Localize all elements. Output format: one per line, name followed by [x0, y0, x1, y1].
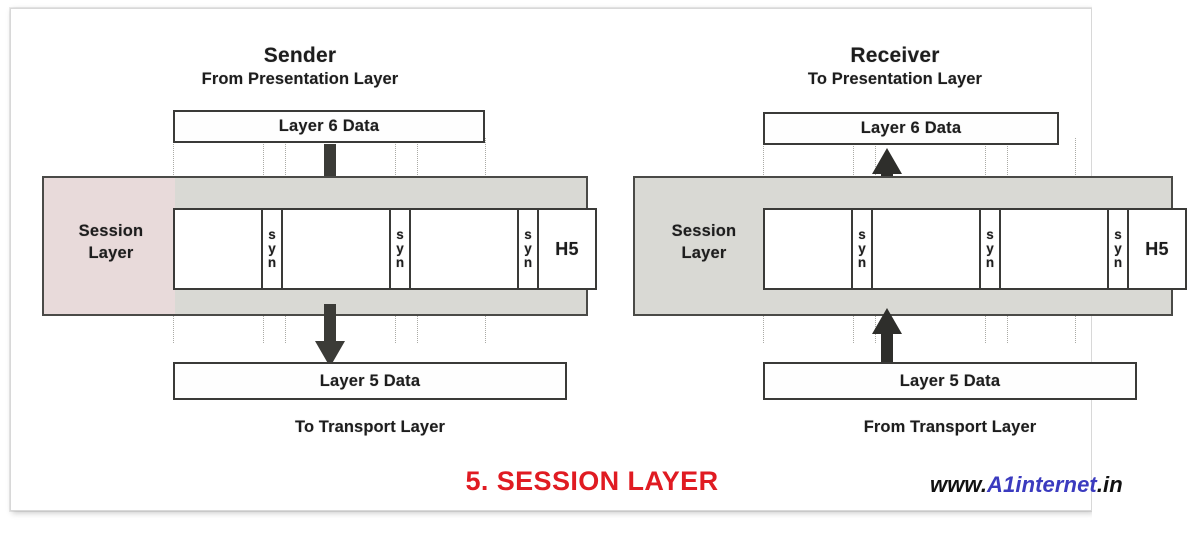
pdu-data-cell	[763, 208, 853, 290]
sender-session-layer-label-line2: Layer	[88, 244, 134, 263]
pdu-syn-cell: s y n	[389, 208, 411, 290]
syn-char: n	[523, 255, 533, 271]
pdu-header-cell: H5	[537, 208, 597, 290]
syn-char: n	[857, 255, 867, 271]
watermark-suffix: .in	[1096, 472, 1123, 497]
sender-title: Sender	[263, 44, 337, 67]
sender-footer-label: To Transport Layer	[294, 418, 446, 436]
pdu-header-cell: H5	[1127, 208, 1187, 290]
receiver-panel: Receiver To Presentation Layer Layer 6 D…	[615, 30, 1187, 450]
receiver-session-layer-label-line1: Session	[671, 222, 737, 240]
arrow-down-to-transport-layer	[315, 304, 345, 367]
syn-char: n	[1113, 255, 1123, 271]
syn-char: s	[858, 226, 866, 242]
pdu-data-cell	[409, 208, 519, 290]
sender-layer6-data-label: Layer 6 Data	[278, 117, 380, 135]
sender-session-layer-label: Session Layer	[52, 220, 170, 265]
sender-layer5-data-box: Layer 5 Data	[173, 362, 567, 400]
syn-char: s	[396, 226, 404, 242]
receiver-footer-label: From Transport Layer	[863, 418, 1037, 436]
pdu-syn-cell: s y n	[1107, 208, 1129, 290]
sender-layer6-data-box: Layer 6 Data	[173, 110, 485, 143]
sender-panel: Sender From Presentation Layer Layer 6 D…	[30, 30, 600, 450]
watermark-prefix: www.	[930, 472, 988, 497]
pdu-data-cell	[173, 208, 263, 290]
syn-char: y	[524, 240, 532, 256]
receiver-layer5-data-label: Layer 5 Data	[899, 371, 1001, 390]
sender-subtitle: From Presentation Layer	[201, 70, 399, 88]
receiver-title: Receiver	[850, 44, 940, 67]
syn-char: y	[986, 240, 994, 256]
receiver-layer6-data-label: Layer 6 Data	[860, 119, 962, 137]
page-title: 5. SESSION LAYER	[465, 466, 719, 496]
pdu-data-cell	[281, 208, 391, 290]
syn-char: y	[268, 240, 276, 256]
receiver-pdu-strip: s y n s y n s y n	[763, 208, 1187, 290]
syn-char: y	[396, 240, 404, 256]
syn-char: n	[395, 255, 405, 271]
syn-char: y	[1114, 240, 1122, 256]
pdu-syn-cell: s y n	[979, 208, 1001, 290]
watermark-brand: A1internet	[987, 472, 1097, 497]
pdu-data-cell	[871, 208, 981, 290]
syn-char: y	[858, 240, 866, 256]
syn-label: s y n	[985, 226, 995, 271]
pdu-syn-cell: s y n	[517, 208, 539, 290]
sender-band-tint	[44, 178, 175, 314]
receiver-h5-label: H5	[1145, 238, 1169, 259]
sender-pdu-strip: s y n s y n s y n	[173, 208, 597, 290]
sender-layer5-data-label: Layer 5 Data	[319, 371, 421, 390]
syn-char: s	[524, 226, 532, 242]
syn-label: s y n	[523, 226, 533, 271]
syn-label: s y n	[857, 226, 867, 271]
syn-char: s	[1114, 226, 1122, 242]
syn-char: s	[268, 226, 276, 242]
syn-char: s	[986, 226, 994, 242]
receiver-session-layer-label-line2: Layer	[681, 244, 727, 263]
syn-label: s y n	[267, 226, 277, 271]
receiver-layer6-data-box: Layer 6 Data	[763, 112, 1059, 145]
receiver-layer5-data-box: Layer 5 Data	[763, 362, 1137, 400]
sender-h5-label: H5	[555, 238, 579, 259]
arrow-up-from-transport-layer	[872, 308, 902, 368]
receiver-subtitle: To Presentation Layer	[807, 70, 983, 88]
pdu-syn-cell: s y n	[261, 208, 283, 290]
syn-label: s y n	[395, 226, 405, 271]
syn-label: s y n	[1113, 226, 1123, 271]
site-watermark: www.A1internet.in	[930, 472, 1123, 498]
pdu-syn-cell: s y n	[851, 208, 873, 290]
sender-session-layer-label-line1: Session	[78, 222, 144, 240]
syn-char: n	[985, 255, 995, 271]
syn-char: n	[267, 255, 277, 271]
pdu-data-cell	[999, 208, 1109, 290]
receiver-session-layer-label: Session Layer	[645, 220, 763, 265]
